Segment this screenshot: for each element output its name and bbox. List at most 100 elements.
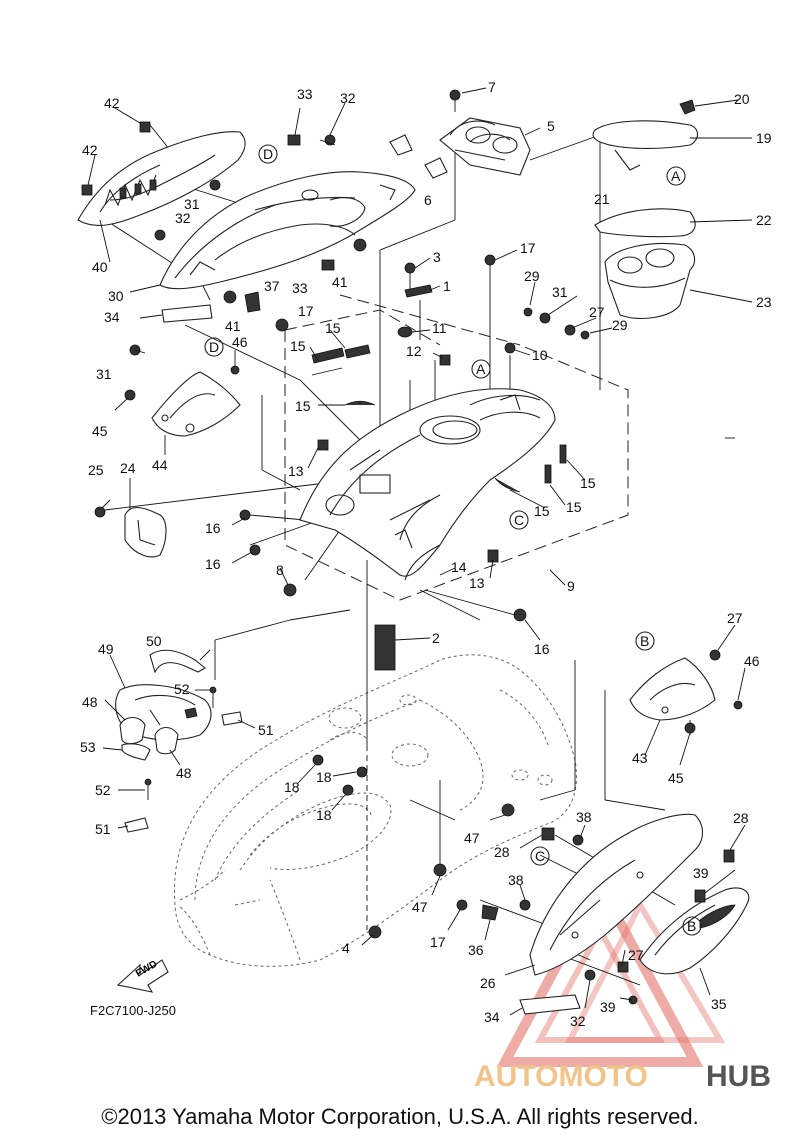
callout-4: 4 xyxy=(342,940,350,956)
callout-46b: 46 xyxy=(744,653,760,669)
callout-52a: 52 xyxy=(174,681,190,697)
callout-33a: 33 xyxy=(297,86,313,102)
callout-27a: 27 xyxy=(589,304,605,320)
callout-leaders xyxy=(87,87,753,1016)
callout-16c: 16 xyxy=(534,641,550,657)
callout-48b: 48 xyxy=(176,765,192,781)
callout-15c: 15 xyxy=(295,398,311,414)
diagram-code: F2C7100-J250 xyxy=(90,1003,176,1018)
center-deck-9 xyxy=(299,388,556,581)
callout-13a: 13 xyxy=(288,463,304,479)
callout-32a: 32 xyxy=(340,90,356,106)
callout-15a: 15 xyxy=(325,320,341,336)
callout-15f: 15 xyxy=(566,499,582,515)
callout-15b: 15 xyxy=(290,338,306,354)
callout-15d: 15 xyxy=(580,475,596,491)
callout-17a: 17 xyxy=(520,240,536,256)
callout-42a: 42 xyxy=(104,95,120,111)
callout-34a: 34 xyxy=(104,309,120,325)
callout-47a: 47 xyxy=(464,830,480,846)
callout-16b: 16 xyxy=(205,556,221,572)
callout-19: 19 xyxy=(756,130,772,146)
storage-box-23 xyxy=(604,242,696,319)
callout-16a: 16 xyxy=(205,520,221,536)
callout-23: 23 xyxy=(756,294,772,310)
pads-6 xyxy=(389,134,448,179)
callout-42b: 42 xyxy=(82,142,98,158)
callout-27c: 27 xyxy=(628,947,644,963)
callout-29a: 29 xyxy=(524,268,540,284)
callout-10: 10 xyxy=(532,347,548,363)
watermark-auto: AUTOMOTO xyxy=(474,1060,648,1093)
callout-7: 7 xyxy=(488,79,496,95)
callout-45b: 45 xyxy=(668,770,684,786)
copyright-notice: ©2013 Yamaha Motor Corporation, U.S.A. A… xyxy=(101,1104,699,1129)
callout-14: 14 xyxy=(451,559,467,575)
callout-3: 3 xyxy=(433,249,441,265)
callout-18c: 18 xyxy=(316,807,332,823)
callout-31c: 31 xyxy=(96,366,112,382)
callout-21: 21 xyxy=(594,191,610,207)
callout-37: 37 xyxy=(264,278,280,294)
bracket-24 xyxy=(124,506,167,558)
bracket-44 xyxy=(151,371,241,437)
callout-11: 11 xyxy=(432,320,447,336)
callout-5: 5 xyxy=(547,118,555,134)
callout-33b: 33 xyxy=(292,280,308,296)
callout-17c: 17 xyxy=(430,934,446,950)
tube-50 xyxy=(149,649,206,674)
callout-24: 24 xyxy=(120,460,136,476)
watermark-hub: HUB xyxy=(706,1060,771,1093)
band-48a xyxy=(119,716,146,745)
circle-label-c: C xyxy=(514,512,524,528)
callout-49: 49 xyxy=(98,641,114,657)
reference-lines xyxy=(89,124,691,986)
callout-20: 20 xyxy=(734,91,750,107)
rear-cover-26 xyxy=(529,813,704,976)
callout-51b: 51 xyxy=(95,821,111,837)
callout-17b: 17 xyxy=(298,303,314,319)
band-48b xyxy=(154,726,179,755)
circle-label-d: D xyxy=(263,146,273,162)
callout-50: 50 xyxy=(146,633,162,649)
bracket-43 xyxy=(629,657,716,721)
callout-31a: 31 xyxy=(184,196,200,212)
callout-32b: 32 xyxy=(175,210,191,226)
circle-labels: D A D A C B C B xyxy=(204,144,702,936)
callout-25: 25 xyxy=(88,462,104,478)
callout-41a: 41 xyxy=(332,274,348,290)
circle-label-d: D xyxy=(209,339,219,355)
callout-30: 30 xyxy=(108,288,124,304)
hull-body xyxy=(173,654,577,967)
circle-label-a: A xyxy=(671,168,681,184)
front-deck-cover-30 xyxy=(159,171,416,290)
mat-22 xyxy=(594,208,696,238)
meter-assembly-5 xyxy=(439,117,531,176)
strip-34a xyxy=(161,304,213,323)
callout-29b: 29 xyxy=(612,317,628,333)
callout-48a: 48 xyxy=(82,694,98,710)
callout-41b: 41 xyxy=(225,318,241,334)
callout-6: 6 xyxy=(424,192,432,208)
callout-35: 35 xyxy=(711,996,727,1012)
callout-34b: 34 xyxy=(484,1009,500,1025)
callout-52b: 52 xyxy=(95,782,111,798)
callout-2: 2 xyxy=(432,630,440,646)
circle-label-b: B xyxy=(687,918,696,934)
watermark-text: AUTOMOTO HUB xyxy=(474,1060,771,1093)
callout-27b: 27 xyxy=(727,610,743,626)
callout-9: 9 xyxy=(567,578,575,594)
callout-8: 8 xyxy=(276,562,284,578)
rear-cover-35 xyxy=(639,887,750,975)
callout-43: 43 xyxy=(632,750,648,766)
callout-31b: 31 xyxy=(552,284,568,300)
callout-38b: 38 xyxy=(508,872,524,888)
storage-lid-19 xyxy=(592,99,699,171)
callout-53: 53 xyxy=(80,739,96,755)
callout-28b: 28 xyxy=(494,844,510,860)
clip-51a xyxy=(221,711,243,726)
callout-18a: 18 xyxy=(284,779,300,795)
callout-26: 26 xyxy=(480,975,496,991)
callout-28a: 28 xyxy=(733,810,749,826)
callout-44: 44 xyxy=(152,457,168,473)
